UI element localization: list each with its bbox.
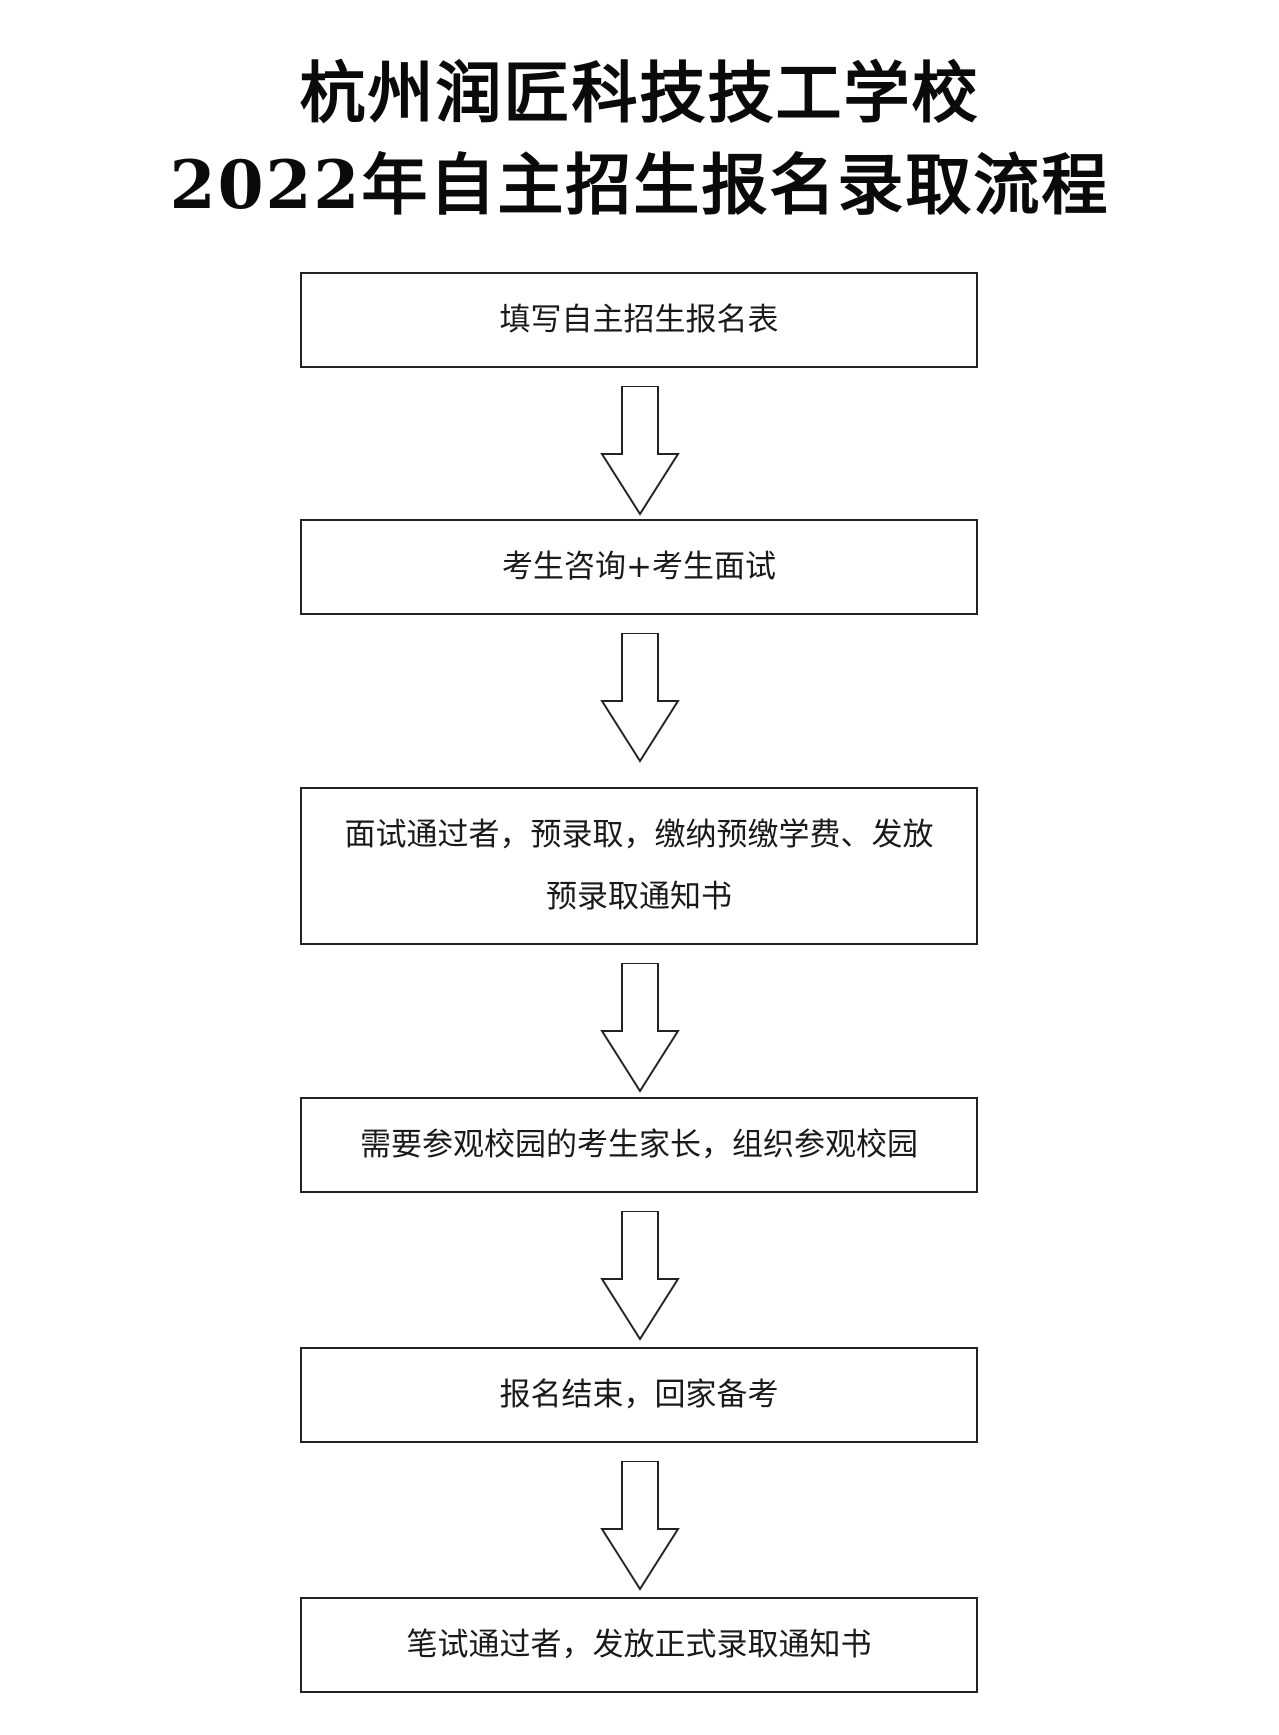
- flow-step-label: 填写自主招生报名表: [499, 302, 779, 338]
- down-arrow-icon: [600, 1211, 680, 1341]
- flow-step-label: 面试通过者，预录取，缴纳预缴学费、发放预录取通知书: [344, 817, 934, 915]
- flow-step-consult-interview: 考生咨询+考生面试: [300, 519, 978, 615]
- flow-step-label: 报名结束，回家备考: [499, 1377, 779, 1413]
- flow-step-fill-form: 填写自主招生报名表: [300, 272, 978, 368]
- down-arrow-icon: [600, 633, 680, 763]
- flow-step-registration-end: 报名结束，回家备考: [300, 1347, 978, 1443]
- flow-step-label: 笔试通过者，发放正式录取通知书: [406, 1627, 872, 1663]
- flow-step-label: 需要参观校园的考生家长，组织参观校园: [360, 1127, 918, 1163]
- flow-step-official-admission: 笔试通过者，发放正式录取通知书: [300, 1597, 978, 1693]
- down-arrow-icon: [600, 386, 680, 516]
- page-title-line-2: 2022年自主招生报名录取流程: [169, 146, 1110, 224]
- page-title-line-1: 杭州润匠科技技工学校: [299, 54, 980, 132]
- flow-step-label: 考生咨询+考生面试: [502, 549, 776, 585]
- down-arrow-icon: [600, 1461, 680, 1591]
- flow-step-pre-admission: 面试通过者，预录取，缴纳预缴学费、发放预录取通知书: [300, 787, 978, 945]
- flow-step-campus-visit: 需要参观校园的考生家长，组织参观校园: [300, 1097, 978, 1193]
- down-arrow-icon: [600, 963, 680, 1093]
